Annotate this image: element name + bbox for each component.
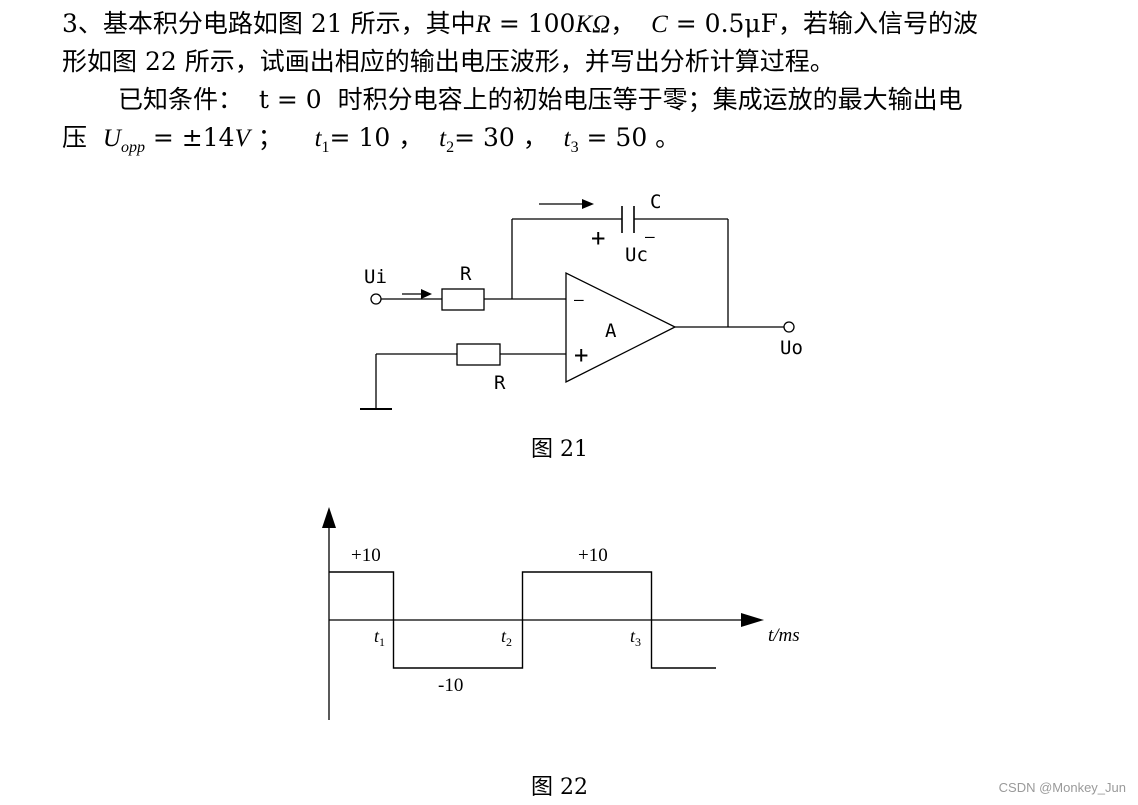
t1-symbol: t [314, 125, 322, 152]
label-plus-input: + [574, 341, 588, 369]
line2-text: 形如图 22 所示，试画出相应的输出电压波形，并写出分析计算过程。 [62, 47, 835, 76]
t1-value: = 10 ， [329, 123, 424, 152]
tick-t3-symbol: t [630, 626, 636, 646]
y-axis-arrowhead [322, 507, 336, 528]
label-r-bottom: R [494, 372, 506, 394]
label-uo: Uo [780, 337, 803, 359]
t1-subscript: 1 [321, 139, 330, 156]
t3-value: = 50 。 [578, 123, 681, 152]
t3-symbol: t [563, 125, 571, 152]
problem-line-2: 形如图 22 所示，试画出相应的输出电压波形，并写出分析计算过程。 [62, 42, 835, 82]
line1-suffix: ，若输入信号的波 [778, 9, 979, 38]
label-high-left: +10 [351, 545, 381, 566]
capacitor-symbol: C [651, 11, 668, 38]
uopp-symbol: U [102, 125, 121, 152]
resistor-value: = 100 [490, 9, 576, 38]
x-axis-label: t/ms [768, 625, 800, 646]
x-axis-arrowhead [741, 613, 764, 627]
tick-label-t1: t1 [374, 626, 385, 649]
waveform-line [329, 571, 716, 669]
line1-sep: ， [610, 9, 652, 38]
line1-prefix: 3、基本积分电路如图 21 所示，其中 [62, 9, 476, 38]
label-cap-minus: — [645, 227, 655, 246]
current-arrow-input-head [421, 289, 432, 299]
tick-label-t3: t3 [630, 626, 641, 649]
label-c: C [650, 191, 661, 213]
label-amp: A [605, 320, 617, 342]
label-high-right: +10 [578, 545, 608, 566]
t2-symbol: t [439, 125, 447, 152]
label-r-top: R [460, 263, 472, 285]
t2-value: = 30 ， [454, 123, 548, 152]
tick-t3-subscript: 3 [635, 635, 641, 649]
tick-t1-subscript: 1 [379, 635, 385, 649]
resistor-symbol: R [475, 11, 491, 38]
tick-label-t2: t2 [501, 626, 512, 649]
label-minus-input: — [574, 290, 584, 309]
uopp-subscript: opp [120, 139, 145, 156]
label-low: -10 [438, 675, 463, 696]
tick-t2-subscript: 2 [506, 635, 512, 649]
problem-line-1: 3、基本积分电路如图 21 所示，其中R = 100KΩ， C = 0.5μF，… [62, 4, 978, 45]
label-uc: Uc [625, 244, 648, 266]
uopp-unit: V [234, 125, 250, 152]
line3-text: 已知条件： t = 0 时积分电容上的初始电压等于零；集成运放的最大输出电 [118, 85, 963, 114]
line4-prefix: 压 [62, 123, 103, 152]
t3-subscript: 3 [570, 139, 579, 156]
tick-t1-symbol: t [374, 626, 380, 646]
line4-sep: ； [249, 123, 315, 152]
op-amp-triangle [565, 271, 677, 384]
capacitor-value: = 0.5μF [667, 9, 779, 38]
uopp-value: = ±14 [144, 123, 235, 152]
integrator-circuit-diagram: Ui R C + — Uc — + A Uo R [360, 191, 803, 410]
current-arrow-top-head [582, 199, 594, 209]
figure22-caption: 图 22 [531, 775, 588, 800]
label-cap-plus: + [591, 224, 605, 252]
t2-subscript: 2 [446, 139, 455, 156]
resistor-unit: KΩ [575, 11, 611, 38]
figure21-caption: 图 21 [531, 437, 588, 462]
label-ui: Ui [364, 266, 387, 288]
watermark: CSDN @Monkey_Jun [998, 780, 1126, 795]
uo-terminal [783, 321, 795, 333]
problem-line-4: 压 Uopp = ±14V ； t1= 10 ， t2= 30 ， t3 = 5… [62, 118, 680, 168]
problem-line-3: 已知条件： t = 0 时积分电容上的初始电压等于零；集成运放的最大输出电 [118, 80, 963, 120]
tick-t2-symbol: t [501, 626, 507, 646]
